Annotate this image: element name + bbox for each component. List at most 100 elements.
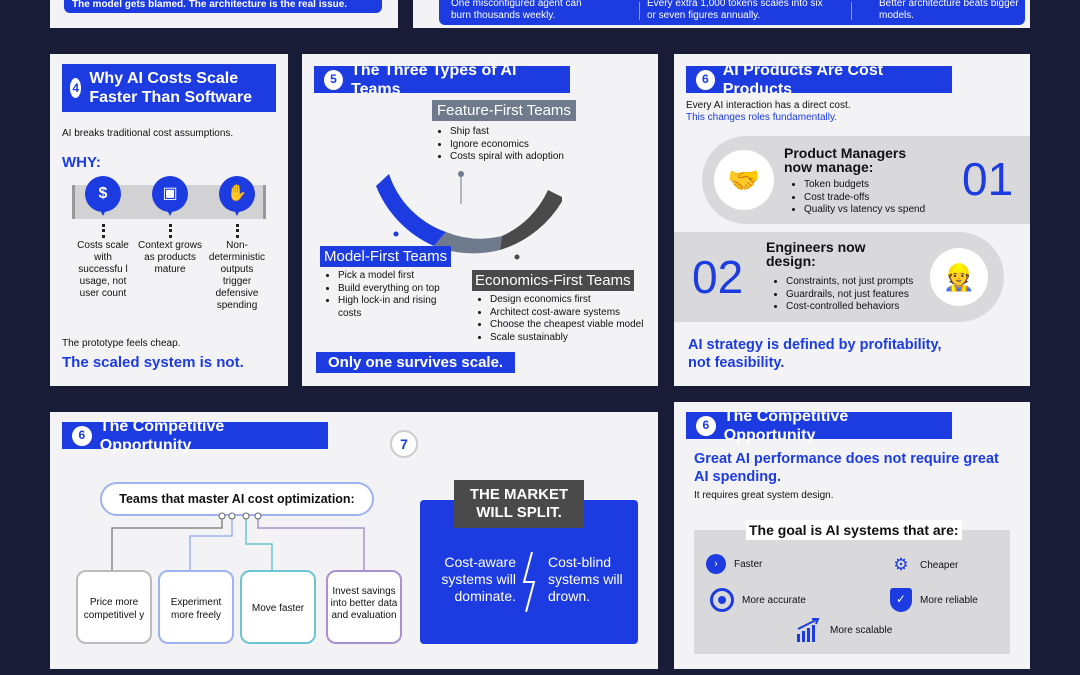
attr-label: Cheaper: [920, 559, 959, 571]
economics-first-label: Economics-First Teams: [472, 270, 634, 291]
list-item: Ignore economics: [450, 139, 606, 152]
engineer-card: 02 Engineers now design: Constraints, no…: [674, 232, 1004, 322]
pm-title: Product Managers now manage:: [784, 145, 907, 175]
section-title: The Competitive Opportunity: [723, 407, 849, 444]
hand-coins-icon: ✋: [219, 176, 255, 216]
list-item: Constraints, not just prompts: [786, 276, 942, 289]
panel-three-teams-header: 5 The Three Types of AI Teams: [314, 62, 570, 98]
section-seven-badge: 7: [390, 430, 418, 458]
shield-check-icon: ✓: [890, 588, 912, 612]
why-item-2: ▣ Context grows as products mature: [138, 176, 202, 276]
engineer-number: 02: [692, 251, 744, 303]
dots-connector: [235, 224, 239, 238]
why-item-1: $ Costs scale with successfu l usage, no…: [72, 176, 134, 300]
economics-first-list: Design economics first Architect cost-aw…: [476, 294, 656, 344]
intro-text: AI breaks traditional cost assumptions.: [62, 128, 234, 139]
attr-scalable: More scalable: [796, 618, 892, 642]
intro-line-1: Every AI interaction has a direct cost.: [686, 100, 851, 111]
target-icon: [710, 588, 734, 612]
list-item: Ship fast: [450, 126, 606, 139]
handshake-icon: 🤝: [714, 150, 774, 210]
dots-connector: [101, 224, 105, 238]
pm-number: 01: [962, 153, 1014, 205]
subline: It requires great system design.: [694, 490, 834, 501]
headline: Great AI performance does not require gr…: [694, 451, 999, 485]
list-item: Token budgets: [804, 179, 950, 192]
context-box-icon: ▣: [152, 176, 188, 216]
panel-cost-scale: 4 Why AI Costs Scale Faster Than Softwar…: [50, 54, 288, 386]
pm-list: Token budgets Cost trade-offs Quality vs…: [790, 179, 950, 217]
market-split-card: THE MARKET WILL SPLIT. Cost-aware system…: [420, 480, 638, 644]
feature-first-label: Feature-First Teams: [432, 100, 576, 121]
top-right-panel: One misconfigured agent can burn thousan…: [413, 0, 1030, 28]
list-item: Cost-controlled behaviors: [786, 301, 942, 314]
money-icon: $: [85, 176, 121, 216]
survives-banner: Only one survives scale.: [316, 352, 516, 373]
panel-cost-scale-header: 4 Why AI Costs Scale Faster Than Softwar…: [62, 64, 276, 112]
tree-root: Teams that master AI cost optimization:: [100, 482, 374, 516]
top-divider-1: [639, 2, 640, 20]
list-item: Build everything on top: [338, 283, 450, 296]
section-title: Why AI Costs Scale Faster Than Software: [89, 70, 253, 106]
why-item-text: Context grows as products mature: [138, 240, 202, 275]
panel-competitive-header-2: 6 The Competitive Opportunity: [686, 408, 952, 444]
section-number: 4: [70, 78, 82, 98]
tree-leaf-experiment: Experiment more freely: [158, 570, 234, 644]
panel-cost-products: 6 AI Products Are Cost Products Every AI…: [674, 54, 1030, 386]
panel-competitive-opportunity: 6 The Competitive Opportunity 7 Teams th…: [50, 412, 658, 669]
tree-leaf-price: Price more competitivel y: [76, 570, 152, 644]
section-number: 5: [324, 69, 344, 90]
engineer-icon: 👷: [930, 248, 988, 306]
top-divider-2: [851, 2, 852, 20]
attr-cheaper: ⚙ Cheaper: [890, 554, 958, 576]
list-item: Guardrails, not just features: [786, 289, 942, 302]
list-item: Choose the cheapest viable model: [490, 319, 656, 332]
panel-competitive-header: 6 The Competitive Opportunity: [62, 418, 328, 454]
goal-box: The goal is AI systems that are: › Faste…: [694, 520, 1010, 654]
section-number: 6: [696, 415, 716, 436]
attr-faster: › Faster: [706, 554, 762, 574]
speed-icon: ›: [706, 554, 726, 574]
attr-accurate: More accurate: [710, 588, 806, 612]
model-first-segment: [376, 174, 446, 246]
section-number: 6: [696, 69, 715, 90]
model-first-label: Model-First Teams: [320, 246, 452, 267]
why-item-text: Non-deterministic outputs trigger defens…: [208, 240, 266, 311]
tree-connectors: [111, 512, 365, 570]
split-divider-icon: [522, 552, 536, 612]
list-item: Architect cost-aware systems: [490, 307, 656, 320]
section-title: The Competitive Opportunity: [99, 417, 225, 454]
cheaper-icon: ⚙: [893, 555, 909, 574]
top-left-callout: The model gets blamed. The architecture …: [64, 0, 382, 13]
list-item: Design economics first: [490, 294, 656, 307]
pm-card: 🤝 Product Managers now manage: Token bud…: [702, 136, 1030, 224]
footer-line-1: The prototype feels cheap.: [62, 338, 181, 349]
intro-line-2: This changes roles fundamentally.: [686, 112, 838, 123]
section-title: AI Products Are Cost Products: [722, 61, 884, 98]
section-title: The Three Types of AI Teams: [351, 61, 517, 98]
footer-line-2: The scaled system is not.: [62, 354, 244, 371]
panel-cost-products-header: 6 AI Products Are Cost Products: [686, 62, 952, 98]
dots-connector: [168, 224, 172, 238]
section-number: 6: [72, 425, 92, 446]
panel-competitive-opportunity-2: 6 The Competitive Opportunity Great AI p…: [674, 402, 1030, 669]
panel-three-teams: 5 The Three Types of AI Teams Feature-Fi…: [302, 54, 658, 386]
tree-leaf-faster: Move faster: [240, 570, 316, 644]
cost-aware-claim: Cost-aware systems will dominate.: [441, 554, 516, 604]
list-item: Costs spiral with adoption: [450, 151, 606, 164]
tree-leaf-invest: Invest savings into better data and eval…: [326, 570, 402, 644]
attr-label: More accurate: [742, 594, 806, 606]
list-item: Scale sustainably: [490, 332, 656, 345]
attr-label: More scalable: [830, 624, 893, 636]
list-item: Pick a model first: [338, 270, 450, 283]
why-item-text: Costs scale with successfu l usage, not …: [77, 240, 129, 299]
top-left-panel: The model gets blamed. The architecture …: [50, 0, 398, 28]
model-first-list: Pick a model first Build everything on t…: [324, 270, 450, 320]
list-item: Quality vs latency vs spend: [804, 204, 950, 217]
economics-first-segment: [500, 190, 562, 250]
attr-label: Faster: [734, 558, 763, 570]
list-item: Cost trade-offs: [804, 192, 950, 205]
feature-first-list: Ship fast Ignore economics Costs spiral …: [436, 126, 606, 164]
attr-label: More reliable: [920, 594, 978, 606]
top-callout-strip: One misconfigured agent can burn thousan…: [439, 0, 1025, 25]
